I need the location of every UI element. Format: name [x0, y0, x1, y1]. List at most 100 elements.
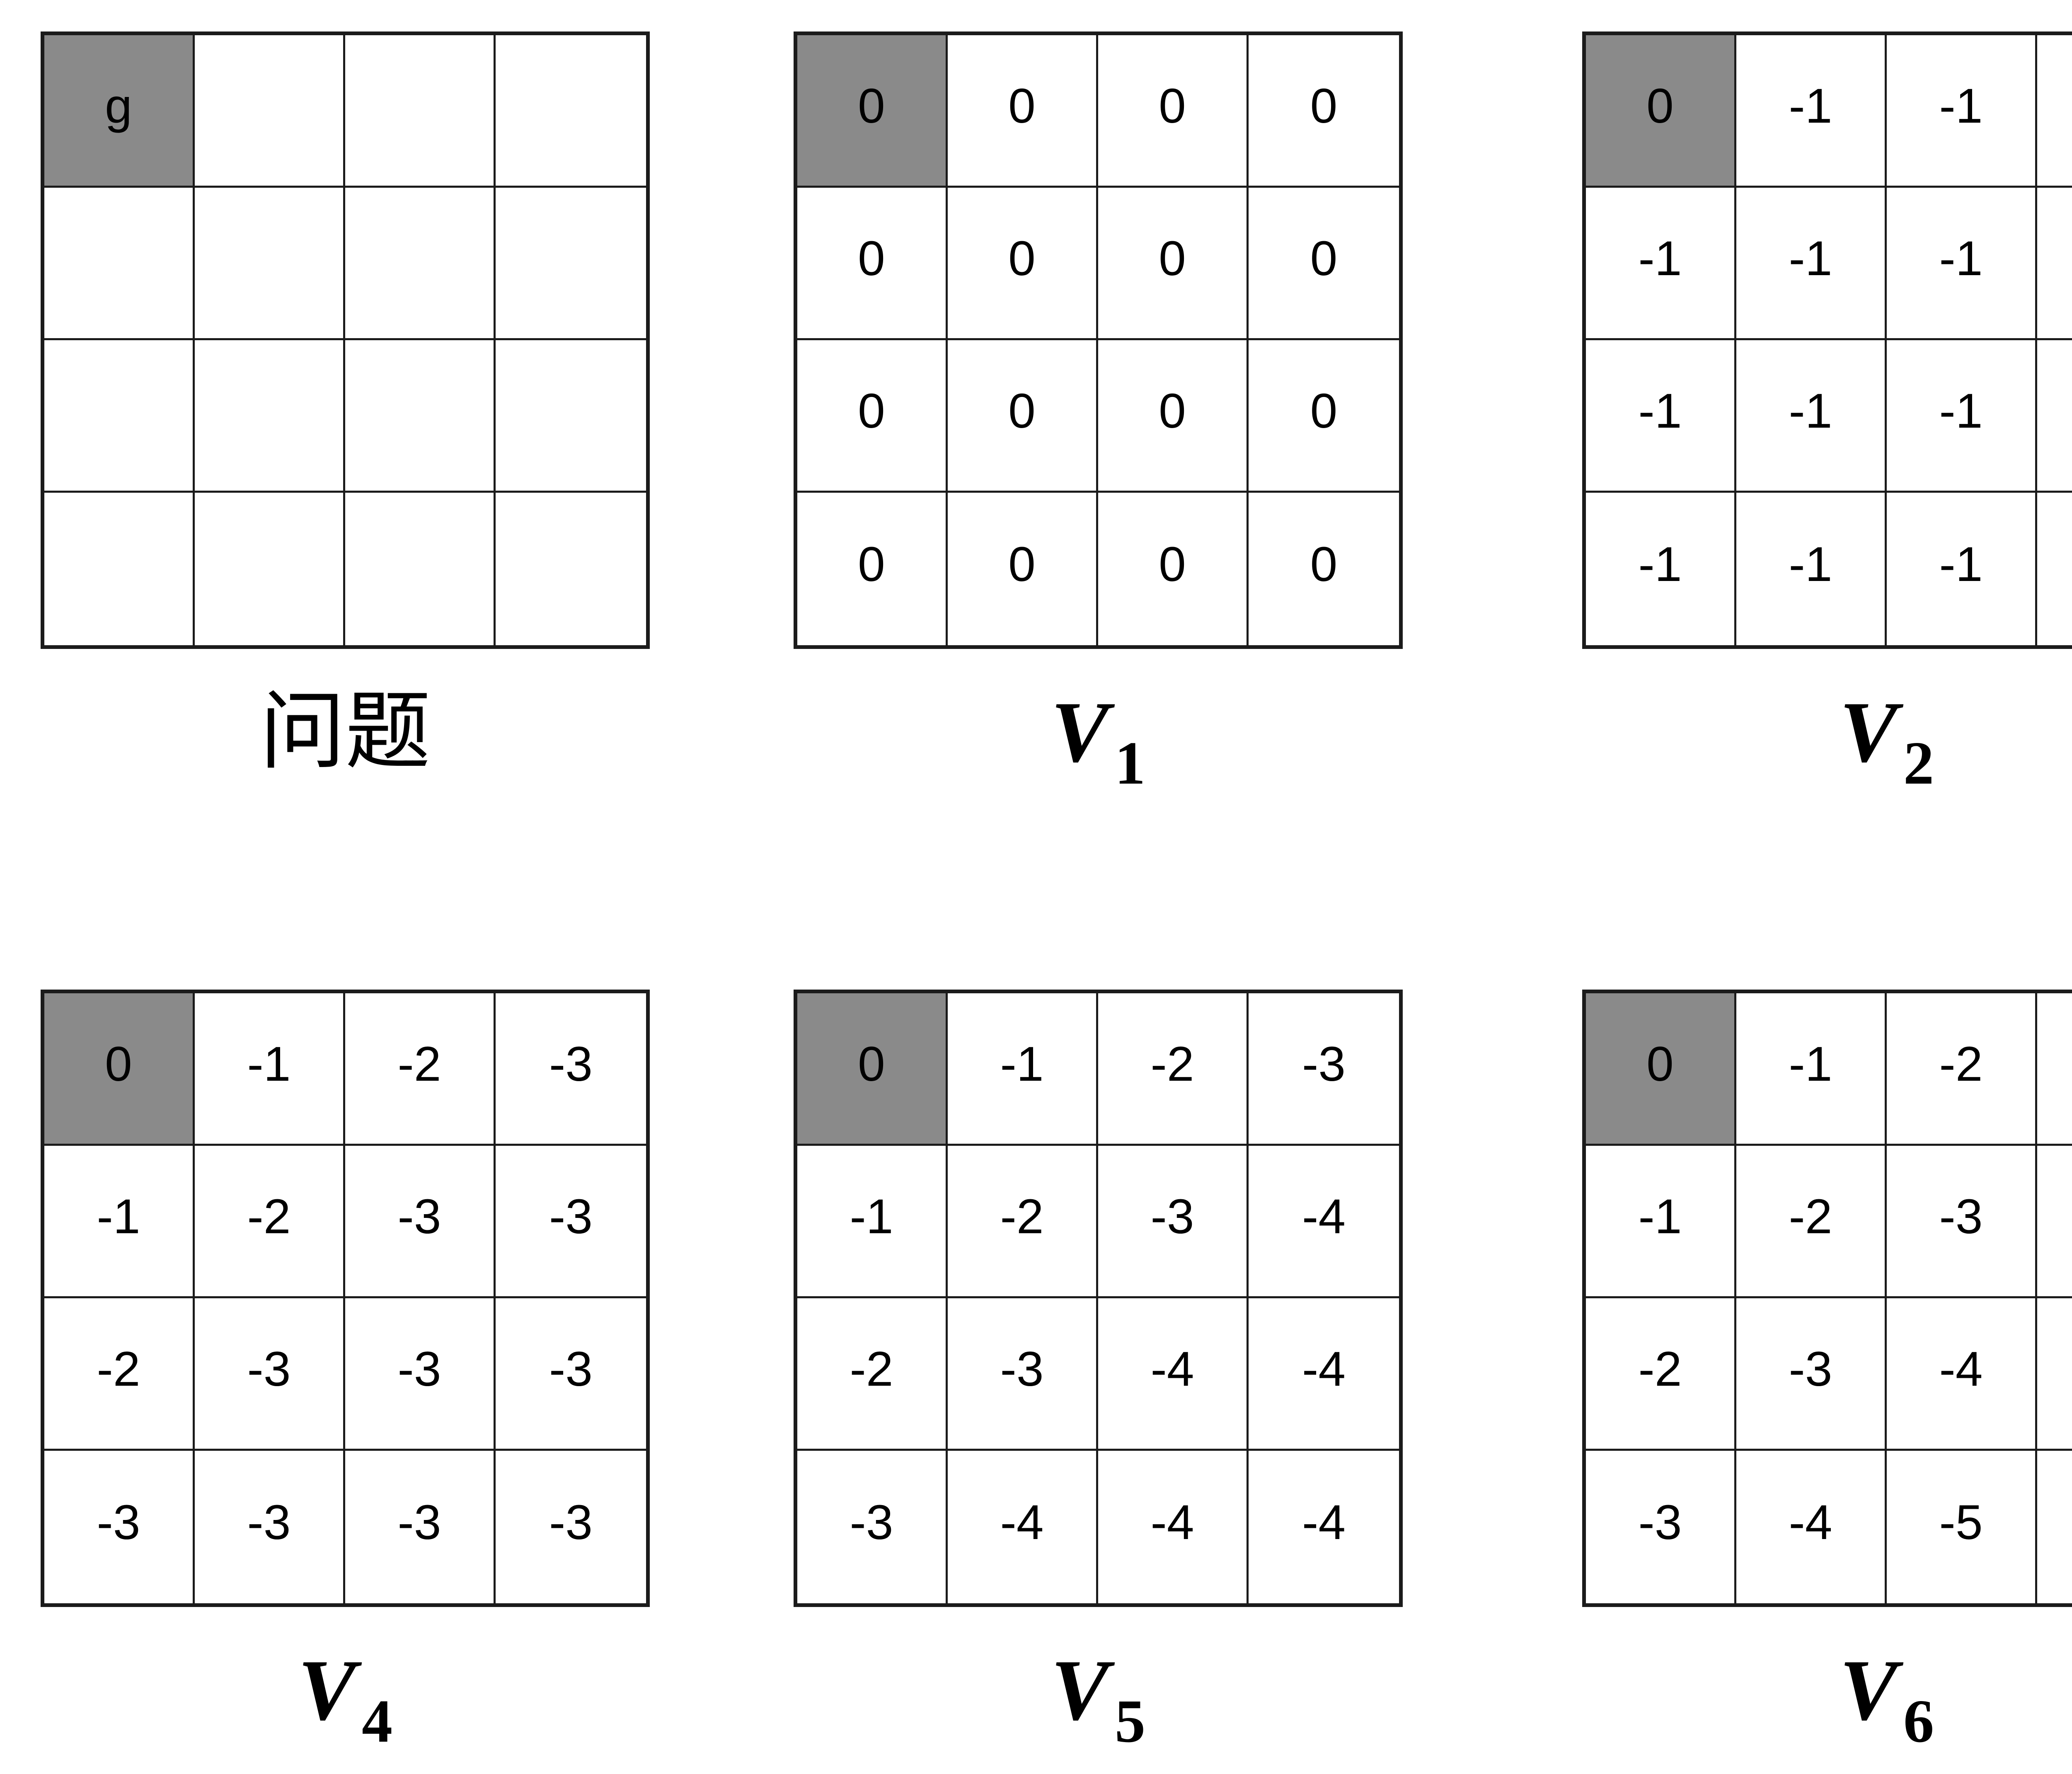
grid-cell-3-0: -3	[797, 1451, 948, 1603]
grid-cell-2-0: 0	[797, 340, 948, 493]
start-cell-0-0: g	[44, 35, 195, 188]
caption-base-v6: V	[1839, 1642, 1898, 1738]
caption-subscript-v2: 2	[1903, 729, 1934, 797]
grid-cell-0-1: 0	[948, 35, 1098, 188]
grid-cell-0-1: -1	[1736, 993, 1887, 1146]
grid-cell-1-0: -1	[1586, 1146, 1736, 1298]
grid-cell-1-2	[345, 188, 496, 340]
grid-cell-2-1: -3	[948, 1298, 1098, 1451]
grid-cell-1-3: -4	[2037, 1146, 2072, 1298]
grid-cell-1-0	[44, 188, 195, 340]
grid-cell-2-2: -3	[345, 1298, 496, 1451]
grid-cell-0-3: -3	[2037, 993, 2072, 1146]
grid-cell-0-3: -3	[1249, 993, 1399, 1146]
grid-cell-1-3: -4	[1249, 1146, 1399, 1298]
caption-base-v1: V	[1051, 684, 1109, 780]
grid-cell-1-3: -1	[2037, 188, 2072, 340]
grid-cell-2-1: 0	[948, 340, 1098, 493]
grid-cell-3-0: -1	[1586, 493, 1736, 645]
grid-cell-2-2	[345, 340, 496, 493]
grid-cell-3-1	[195, 493, 345, 645]
grid-cell-0-2: -2	[345, 993, 496, 1146]
caption-base-v4: V	[298, 1642, 356, 1738]
grid-cell-1-2: -3	[1098, 1146, 1249, 1298]
grid-cell-3-1: 0	[948, 493, 1098, 645]
grid-cell-2-3: -5	[2037, 1298, 2072, 1451]
grid-cell-0-2: 0	[1098, 35, 1249, 188]
grid-cell-3-2: -3	[345, 1451, 496, 1603]
grid-cell-1-1: -2	[195, 1146, 345, 1298]
grid-cell-3-3: 0	[1249, 493, 1399, 645]
grid-cell-1-1: 0	[948, 188, 1098, 340]
grid-cell-0-1: -1	[195, 993, 345, 1146]
grid-cell-3-2	[345, 493, 496, 645]
grid-cell-3-0	[44, 493, 195, 645]
grid-v4: 0-1-2-3-1-2-3-3-2-3-3-3-3-3-3-3	[41, 990, 650, 1607]
panel-v2: 0-1-1-1-1-1-1-1-1-1-1-1-1-1-1-1V2	[1582, 31, 2072, 796]
grid-cell-0-1: -1	[948, 993, 1098, 1146]
grid-cell-2-1: -3	[1736, 1298, 1887, 1451]
grid-cell-1-3: -3	[496, 1146, 646, 1298]
grid-cell-3-3: -4	[1249, 1451, 1399, 1603]
grid-cell-3-0: -3	[1586, 1451, 1736, 1603]
grid-cell-1-1	[195, 188, 345, 340]
grid-cell-1-1: -2	[948, 1146, 1098, 1298]
caption-subscript-v1: 1	[1115, 729, 1146, 797]
grid-cell-1-1: -1	[1736, 188, 1887, 340]
grid-cell-2-1	[195, 340, 345, 493]
grid-cell-2-1: -1	[1736, 340, 1887, 493]
grid-cell-3-1: -1	[1736, 493, 1887, 645]
grid-cell-0-2: -2	[1887, 993, 2037, 1146]
grid-cell-3-2: -4	[1098, 1451, 1249, 1603]
grid-cell-3-3: -1	[2037, 493, 2072, 645]
grid-cell-3-1: -4	[948, 1451, 1098, 1603]
grid-v6: 0-1-2-3-1-2-3-4-2-3-4-5-3-4-5-5	[1582, 990, 2072, 1607]
grid-cell-3-2: -1	[1887, 493, 2037, 645]
grid-cell-0-3	[496, 35, 646, 188]
start-cell-0-0: 0	[797, 993, 948, 1146]
grid-cell-3-3	[496, 493, 646, 645]
grid-cell-2-2: -4	[1887, 1298, 2037, 1451]
grid-cell-0-3: -3	[496, 993, 646, 1146]
grid-cell-1-0: -1	[1586, 188, 1736, 340]
grid-cell-2-2: -4	[1098, 1298, 1249, 1451]
grid-cell-2-3: 0	[1249, 340, 1399, 493]
start-cell-0-0: 0	[1586, 35, 1736, 188]
grid-cell-1-2: -1	[1887, 188, 2037, 340]
grid-cell-2-0: -1	[1586, 340, 1736, 493]
grid-cell-1-3	[496, 188, 646, 340]
grid-cell-2-3	[496, 340, 646, 493]
start-cell-0-0: 0	[1586, 993, 1736, 1146]
caption-base-v5: V	[1051, 1642, 1109, 1738]
grid-cell-3-0: -3	[44, 1451, 195, 1603]
grid-cell-2-0: -2	[797, 1298, 948, 1451]
caption-subscript-v6: 6	[1903, 1687, 1934, 1755]
grid-cell-1-2: 0	[1098, 188, 1249, 340]
grid-cell-2-2: 0	[1098, 340, 1249, 493]
grid-cell-2-3: -4	[1249, 1298, 1399, 1451]
grid-cell-1-0: 0	[797, 188, 948, 340]
grid-cell-0-2: -1	[1887, 35, 2037, 188]
grid-cell-2-2: -1	[1887, 340, 2037, 493]
grid-cell-2-0: -2	[44, 1298, 195, 1451]
grid-cell-1-3: 0	[1249, 188, 1399, 340]
grid-cell-1-2: -3	[1887, 1146, 2037, 1298]
grid-cell-3-2: -5	[1887, 1451, 2037, 1603]
grid-problem: g	[41, 31, 650, 649]
panel-v6: 0-1-2-3-1-2-3-4-2-3-4-5-3-4-5-5V6	[1582, 990, 2072, 1755]
grid-cell-1-0: -1	[44, 1146, 195, 1298]
grid-cell-3-1: -3	[195, 1451, 345, 1603]
grid-v2: 0-1-1-1-1-1-1-1-1-1-1-1-1-1-1-1	[1582, 31, 2072, 649]
grid-cell-3-3: -3	[496, 1451, 646, 1603]
